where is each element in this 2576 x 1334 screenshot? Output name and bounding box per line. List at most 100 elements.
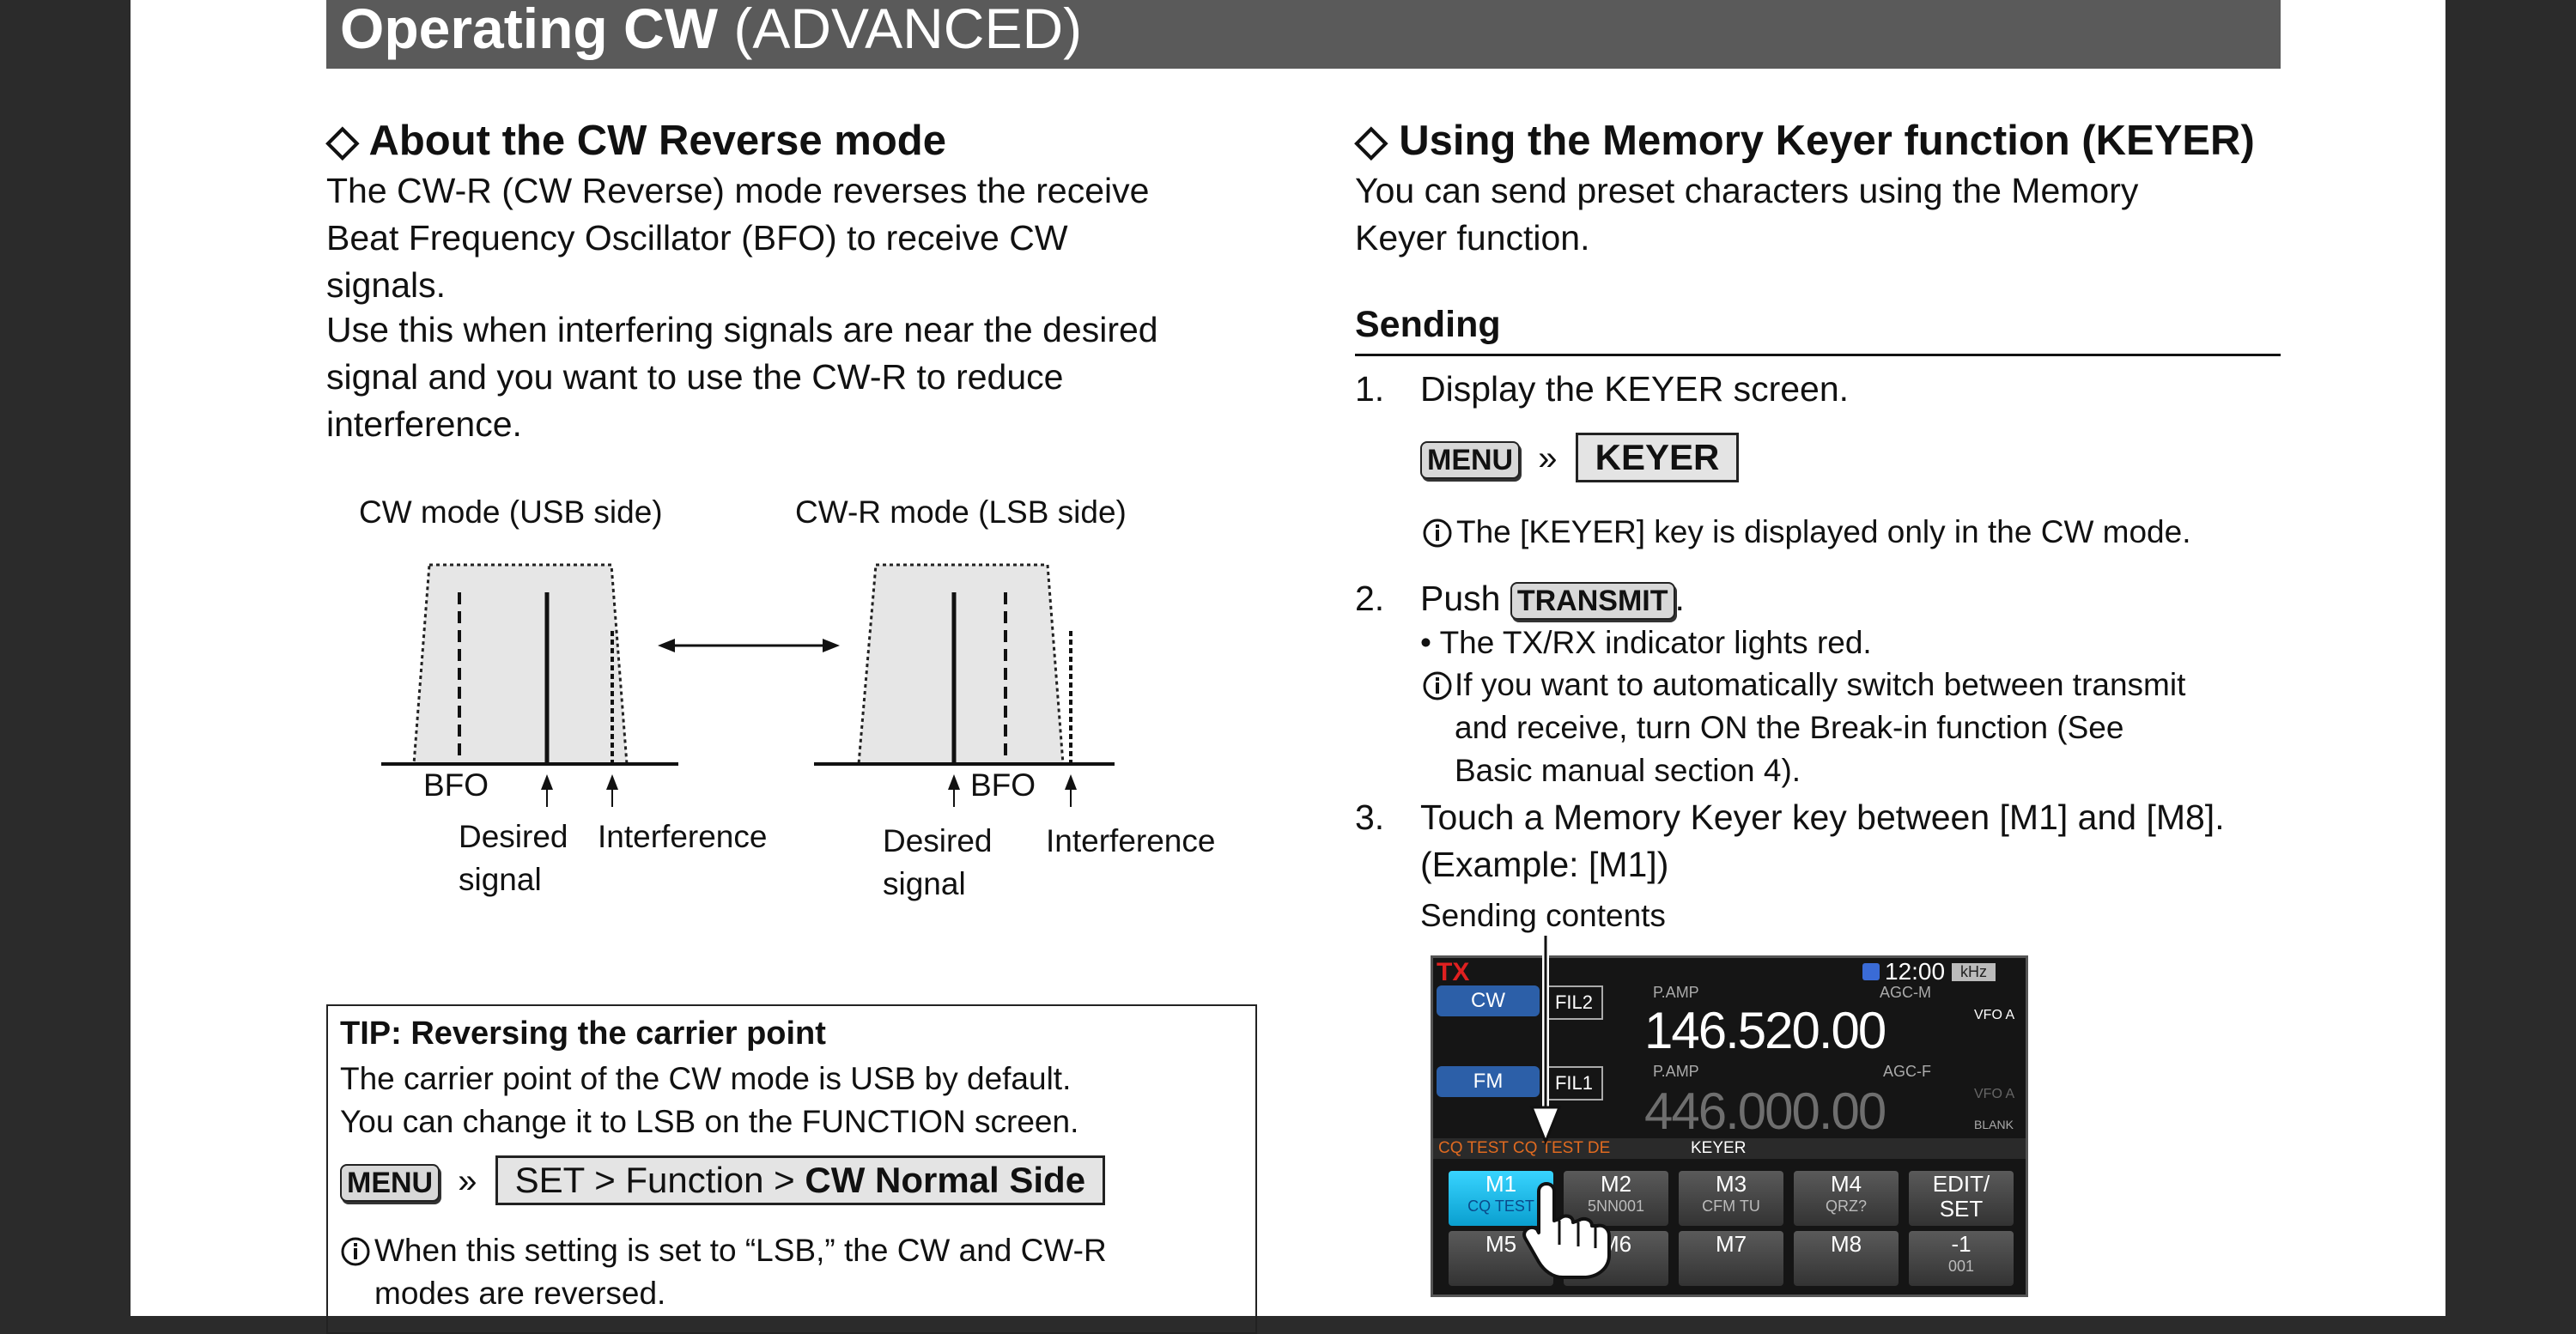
transmit-key[interactable]: TRANSMIT xyxy=(1510,582,1675,620)
cw-reverse-para1: The CW-R (CW Reverse) mode reverses the … xyxy=(326,167,1149,309)
key-sub: 001 xyxy=(1947,1258,1975,1275)
path-separator: » xyxy=(458,1162,477,1200)
m8-key[interactable]: M8 xyxy=(1794,1231,1899,1286)
cw-reverse-para2: Use this when interfering signals are ne… xyxy=(326,306,1158,448)
step-text: Touch a Memory Keyer key between [M1] an… xyxy=(1420,797,2225,837)
path-separator: » xyxy=(1538,440,1558,477)
break-in-note: If you want to automatically switch betw… xyxy=(1455,664,2185,792)
text-line: Basic manual section 4). xyxy=(1455,753,1801,788)
section-divider xyxy=(1355,354,2281,356)
m7-key[interactable]: M7 xyxy=(1679,1231,1783,1286)
text-line: signal and you want to use the CW-R to r… xyxy=(326,357,1064,397)
keyer-intro: You can send preset characters using the… xyxy=(1355,167,2138,262)
keyer-info-bar xyxy=(1433,1138,2026,1159)
key-sub: CFM TU xyxy=(1702,1198,1760,1215)
step-period: . xyxy=(1674,579,1685,618)
frequency-main[interactable]: 146.520.00 xyxy=(1644,1002,1886,1059)
usb-passband xyxy=(412,563,629,766)
info-icon xyxy=(341,1237,370,1266)
key-sub: 5NN001 xyxy=(1587,1198,1645,1215)
touch-hand-icon xyxy=(1522,1182,1611,1279)
text-line: Beat Frequency Oscillator (BFO) to recei… xyxy=(326,218,1068,258)
keyer-heading: ◇ Using the Memory Keyer function (KEYER… xyxy=(1355,118,2255,164)
mode-button-sub[interactable]: FM xyxy=(1437,1066,1540,1097)
status-icon xyxy=(1862,963,1880,980)
menu-key[interactable]: MENU xyxy=(1420,441,1521,479)
step-number: 1. xyxy=(1355,369,1385,409)
sending-contents-label: Sending contents xyxy=(1420,898,1666,933)
title-bar xyxy=(326,0,2281,69)
info-icon xyxy=(1423,518,1452,548)
text-line: modes are reversed. xyxy=(374,1276,666,1311)
filter-button-main[interactable]: FIL2 xyxy=(1545,985,1603,1020)
mode-button-main[interactable]: CW xyxy=(1437,985,1540,1016)
vfo-label-sub: VFO A xyxy=(1974,1087,2015,1101)
text-line: When this setting is set to “LSB,” the C… xyxy=(374,1233,1107,1268)
lsb-passband xyxy=(857,563,1065,766)
text-line: You can send preset characters using the… xyxy=(1355,171,2139,210)
key-label: M5 xyxy=(1485,1231,1517,1257)
path-bold: CW Normal Side xyxy=(805,1160,1086,1200)
text-line: The CW-R (CW Reverse) mode reverses the … xyxy=(326,171,1150,210)
key-label: EDIT/ xyxy=(1932,1171,1990,1197)
key-label: M1 xyxy=(1485,1171,1517,1197)
khz-badge: kHz xyxy=(1952,963,1996,981)
pamp-label-sub: P.AMP xyxy=(1653,1063,1699,1080)
step-text: Display the KEYER screen. xyxy=(1420,369,1850,409)
step-text-example: (Example: [M1]) xyxy=(1420,845,1669,884)
step-text: Push xyxy=(1420,579,1510,618)
text-line: signals. xyxy=(326,265,447,305)
keyer-menu-path: MENU » KEYER xyxy=(1420,433,1740,482)
vfo-label-main: VFO A xyxy=(1974,1008,2015,1022)
keyer-note: The [KEYER] key is displayed only in the… xyxy=(1456,514,2191,549)
txrx-bullet: • The TX/RX indicator lights red. xyxy=(1420,625,1872,660)
cwr-mode-label: CW-R mode (LSB side) xyxy=(795,494,1127,530)
signal-label-right: signal xyxy=(883,866,966,901)
text-line: Use this when interfering signals are ne… xyxy=(326,310,1158,349)
callout-arrow xyxy=(1529,936,1562,1146)
text-line: Keyer function. xyxy=(1355,218,1590,258)
agc-label-main: AGC-M xyxy=(1880,984,1931,1001)
edit-set-key[interactable]: EDIT/SET xyxy=(1909,1171,2014,1226)
tip-note: When this setting is set to “LSB,” the C… xyxy=(374,1229,1107,1315)
key-label: M4 xyxy=(1830,1171,1862,1197)
cw-reverse-heading: ◇ About the CW Reverse mode xyxy=(326,118,946,164)
info-icon xyxy=(1423,671,1452,700)
keyer-sending-text: CQ TEST CQ TEST DE xyxy=(1438,1139,1611,1157)
blank-label: BLANK xyxy=(1974,1118,2014,1131)
desired-label-left: Desired xyxy=(459,819,568,854)
path-plain: SET > Function > xyxy=(514,1160,805,1200)
frequency-sub[interactable]: 446.000.00 xyxy=(1644,1082,1886,1140)
text-line: and receive, turn ON the Break-in functi… xyxy=(1455,710,2124,745)
text-line: If you want to automatically switch betw… xyxy=(1455,667,2186,702)
key-sub: SET xyxy=(1939,1196,1984,1222)
interference-label-right: Interference xyxy=(1046,823,1216,858)
key-label: M2 xyxy=(1600,1171,1632,1197)
agc-label-sub: AGC-F xyxy=(1883,1063,1931,1080)
page-title: Operating CW (ADVANCED) xyxy=(340,0,1083,60)
key-sub: CQ TEST xyxy=(1467,1198,1534,1215)
step-1: 1. Display the KEYER screen. xyxy=(1355,366,1849,413)
clock: 12:00 xyxy=(1885,958,1946,985)
cw-mode-label: CW mode (USB side) xyxy=(359,494,663,530)
step-2: 2.Push TRANSMIT. xyxy=(1355,575,1685,622)
interference-label-left: Interference xyxy=(598,819,768,854)
tip-line1: The carrier point of the CW mode is USB … xyxy=(340,1061,1072,1096)
key-label: -1 xyxy=(1951,1231,1971,1257)
key-label: M3 xyxy=(1715,1171,1747,1197)
step-number: 3. xyxy=(1355,797,1385,837)
sending-heading: Sending xyxy=(1355,304,1501,345)
keyer-key[interactable]: KEYER xyxy=(1575,433,1740,482)
text-line: interference. xyxy=(326,404,522,444)
bfo-label-left: BFO xyxy=(423,767,489,803)
step-3: 3. Touch a Memory Keyer key between [M1] … xyxy=(1355,794,2225,888)
menu-key[interactable]: MENU xyxy=(340,1164,440,1202)
desired-label-right: Desired xyxy=(883,823,993,858)
signal-label-left: signal xyxy=(459,862,542,897)
tip-menu-path: MENU » SET > Function > CW Normal Side xyxy=(340,1155,1106,1205)
